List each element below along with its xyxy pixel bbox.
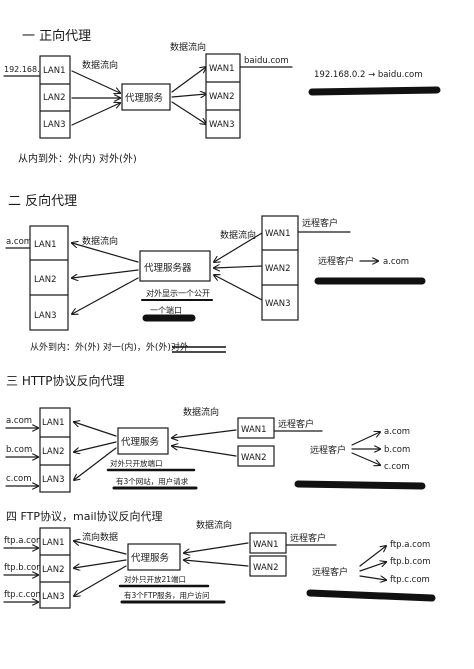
wan-1-label: WAN1 xyxy=(241,425,267,435)
lan-3-label: LAN3 xyxy=(34,311,57,321)
wan-3-label: WAN3 xyxy=(265,299,291,309)
flow-label-left: 流向数据 xyxy=(82,531,118,543)
domain-label-a: a.com xyxy=(6,416,32,426)
proxy-note-2: 有3个FTP服务，用户访问 xyxy=(124,590,210,600)
wan-2-label: WAN2 xyxy=(209,92,235,102)
section-reverse-proxy: 二 反向代理 a.com LAN1 LAN2 LAN3 数据流向 代理服务器 对… xyxy=(5,193,426,353)
proxy-note-2: 有3个网站，用户请求 xyxy=(116,476,189,486)
section-1-footer: 从内到外：外(内) 对外(外) xyxy=(18,152,137,165)
domain-label-c: ftp.c.com xyxy=(4,590,44,600)
section-4-heading: 四 FTP协议，mail协议反向代理 xyxy=(6,509,163,523)
flow-label: 数据流向 xyxy=(183,406,219,418)
marker-underline xyxy=(306,589,436,602)
target-c: c.com xyxy=(384,462,410,472)
wan-1-box xyxy=(237,417,275,439)
lan-2-label: LAN2 xyxy=(42,565,65,575)
section-http-reverse-proxy: 三 HTTP协议反向代理 a.com b.com c.com LAN1 LAN2… xyxy=(5,373,426,493)
flow-label-right: 数据流向 xyxy=(220,229,256,241)
proxy-note-2: 一个端口 xyxy=(150,305,182,315)
lan-1-label: LAN1 xyxy=(42,538,65,548)
target-b: b.com xyxy=(384,445,410,455)
marker-underline xyxy=(308,86,441,96)
proxy-server-label: 代理服务 xyxy=(125,92,164,104)
domain-label: a.com xyxy=(6,237,32,247)
remote-client-label: 远程客户 xyxy=(310,444,346,456)
proxy-server-label: 代理服务 xyxy=(121,436,160,448)
proxy-server-label: 代理服务 xyxy=(131,552,170,564)
client-ip-label: 192.168.0.2 xyxy=(4,65,52,74)
lan-3-label: LAN3 xyxy=(43,120,66,130)
wan-3-label: WAN3 xyxy=(209,120,235,130)
wan-2-box xyxy=(249,555,287,577)
lan-column: LAN1 LAN2 LAN3 xyxy=(39,527,71,609)
side-note: 192.168.0.2 → baidu.com xyxy=(314,70,423,80)
lan-column: LAN1 LAN2 LAN3 xyxy=(29,225,69,331)
flow-label-left: 数据流向 xyxy=(82,235,118,247)
proxy-server-box xyxy=(139,250,211,282)
wan-1-label: WAN1 xyxy=(209,64,235,74)
proxy-server-box xyxy=(121,83,171,111)
lan-column: LAN1 LAN2 LAN3 xyxy=(39,407,71,493)
lan-1-label: LAN1 xyxy=(42,418,65,428)
lan-2-label: LAN2 xyxy=(42,447,65,457)
lan-2-label: LAN2 xyxy=(34,275,57,285)
proxy-note-1: 对外只开放端口 xyxy=(110,458,163,468)
domain-label-c: c.com xyxy=(6,474,32,484)
section-3-heading: 三 HTTP协议反向代理 xyxy=(6,373,125,388)
lan-3-label: LAN3 xyxy=(42,592,65,602)
wan-column: WAN1 WAN2 WAN3 xyxy=(261,215,299,321)
flow-label-left: 数据流向 xyxy=(82,59,118,71)
remote-client-label: 远程客户 xyxy=(312,566,348,578)
proxy-note-1: 对外显示一个公开 xyxy=(146,288,210,298)
proxy-note-1: 对外只开放21端口 xyxy=(124,574,186,584)
wan-column: WAN1 WAN2 WAN3 xyxy=(205,53,241,139)
remote-client-label: 远程客户 xyxy=(290,532,326,544)
section-forward-proxy: 一 正向代理 192.168.0.2 LAN1 LAN2 LAN3 数据流向 代… xyxy=(3,28,441,165)
lan-2-label: LAN2 xyxy=(43,93,66,103)
domain-label-b: ftp.b.com xyxy=(4,563,45,573)
wan-1-label: WAN1 xyxy=(265,229,291,239)
domain-label-b: b.com xyxy=(6,445,32,455)
wan-2-label: WAN2 xyxy=(241,453,267,463)
section-ftp-mail-reverse-proxy: 四 FTP协议，mail协议反向代理 ftp.a.com ftp.b.com f… xyxy=(3,509,436,609)
lan-3-label: LAN3 xyxy=(42,475,65,485)
flow-label-right: 数据流向 xyxy=(196,519,232,531)
flow-label-right: 数据流向 xyxy=(170,41,206,53)
domain-label-a: ftp.a.com xyxy=(4,536,44,546)
lan-1-label: LAN1 xyxy=(43,66,66,76)
section-1-heading: 一 正向代理 xyxy=(22,28,91,44)
marker-underline xyxy=(294,480,426,490)
target-ftp-c: ftp.c.com xyxy=(390,575,430,585)
proxy-server-label: 代理服务器 xyxy=(144,262,192,274)
proxy-server-box xyxy=(127,543,181,571)
target-a: a.com xyxy=(384,427,410,437)
wan-1-label: WAN1 xyxy=(253,540,279,550)
remote-client-label: 远程客户 xyxy=(318,255,354,267)
target-domain-label: baidu.com xyxy=(244,56,289,66)
wan-1-box xyxy=(249,532,287,554)
target-ftp-a: ftp.a.com xyxy=(390,540,430,550)
remote-client-label: 远程客户 xyxy=(278,418,314,430)
target-ftp-b: ftp.b.com xyxy=(390,557,431,567)
remote-client-label: 远程客户 xyxy=(302,217,338,229)
lan-column: LAN1 LAN2 LAN3 xyxy=(39,55,71,139)
lan-1-label: LAN1 xyxy=(34,240,57,250)
wan-2-label: WAN2 xyxy=(265,264,291,274)
remote-target-label: a.com xyxy=(383,257,409,267)
wan-2-label: WAN2 xyxy=(253,563,279,573)
section-2-footer: 从外到内：外(外) 对一(内)，外(外)对外 xyxy=(30,341,189,353)
section-2-heading: 二 反向代理 xyxy=(8,193,77,209)
wan-2-box xyxy=(237,445,275,467)
proxy-server-box xyxy=(117,427,169,455)
